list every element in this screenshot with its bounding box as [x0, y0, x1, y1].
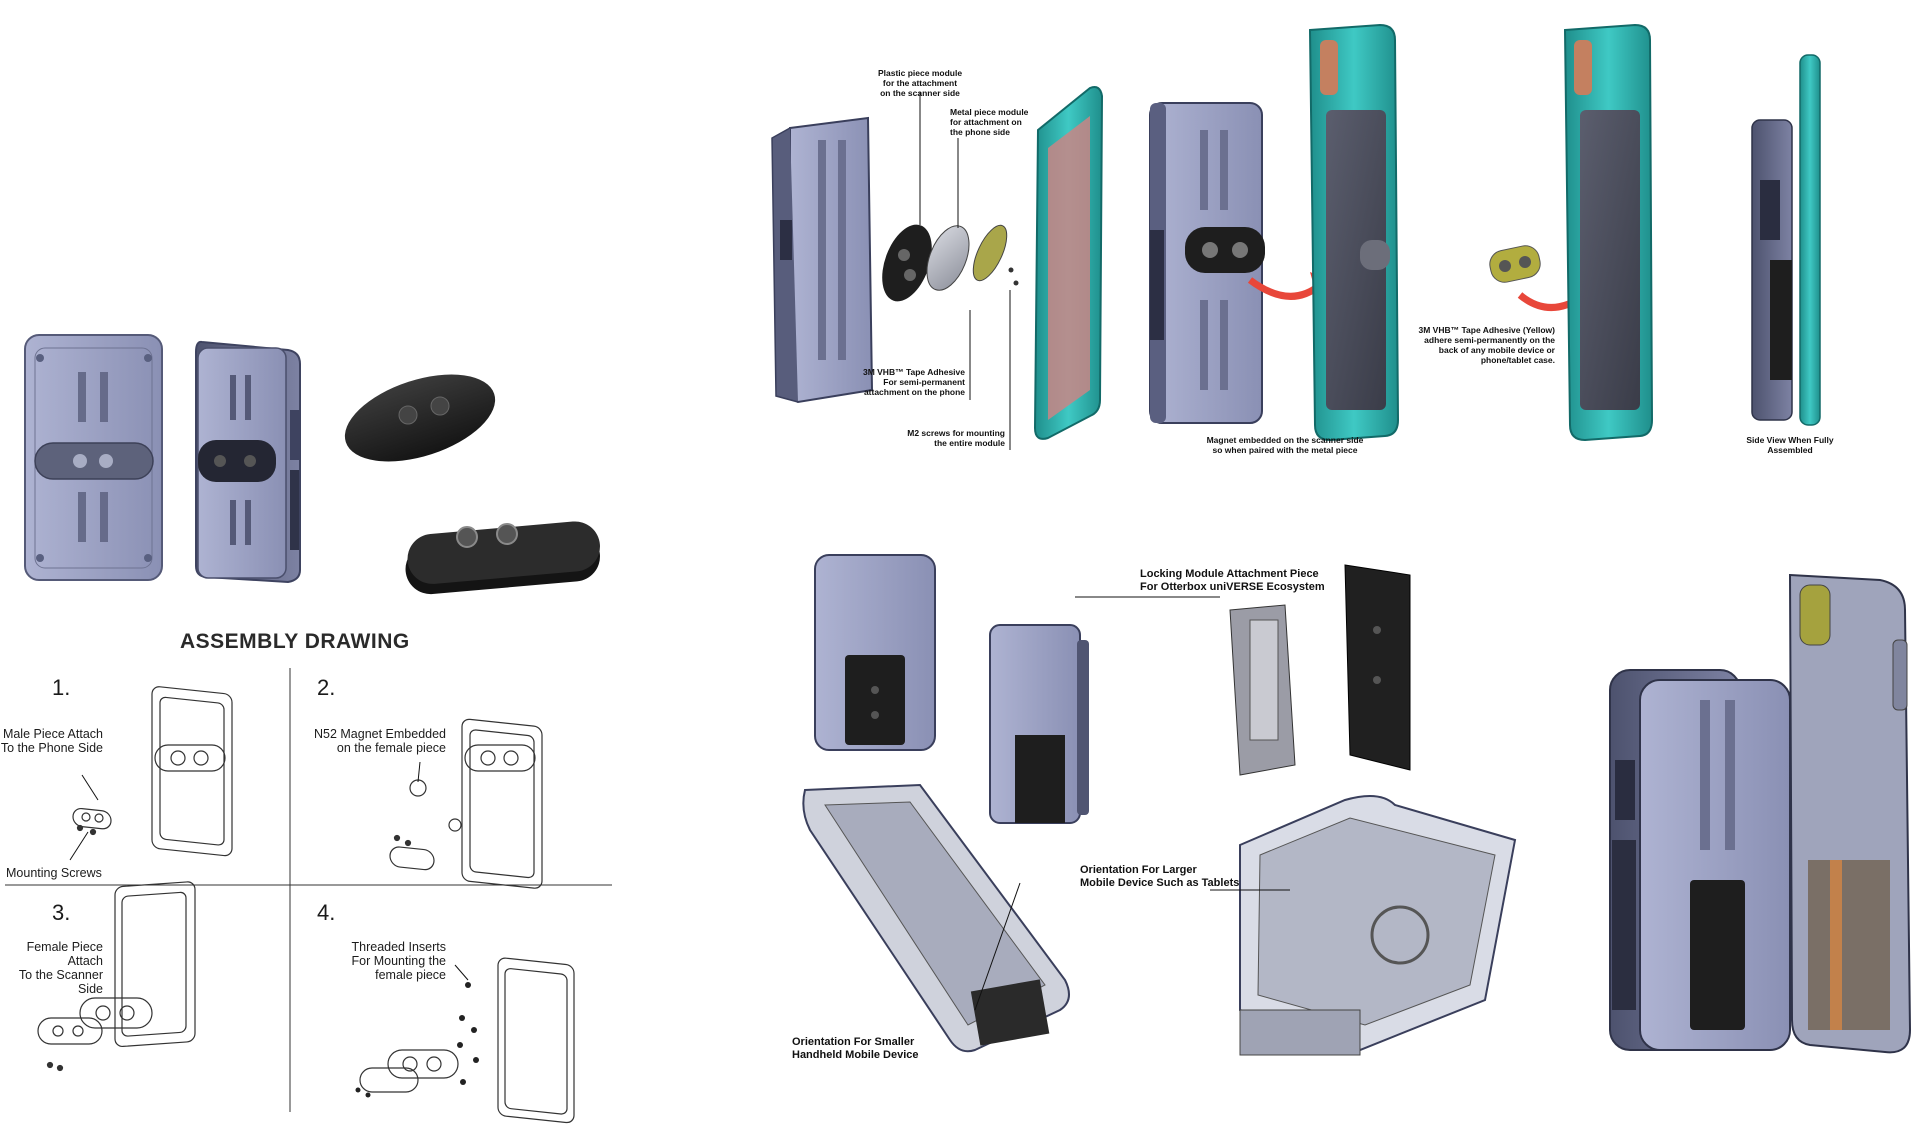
scanner-exploded-body — [771, 116, 874, 404]
teal-case-with-phone — [1033, 86, 1104, 440]
large-case-render — [1788, 573, 1912, 1054]
caption-side-view: Side View When Fully Assembled — [1746, 435, 1834, 455]
caption-smaller-orientation: Orientation For Smaller Handheld Mobile … — [792, 1036, 919, 1061]
large-scanner-render — [1609, 669, 1791, 1051]
caption-magnet: Magnet embedded on the scanner side so w… — [1206, 435, 1364, 455]
step-1-label: Male Piece Attach To the Phone Side — [0, 727, 103, 755]
step-1-mounting-screws: Mounting Screws — [6, 866, 102, 880]
step-2-number: 2. — [317, 675, 336, 700]
scanner-with-locking-module — [814, 554, 1089, 824]
exploded-module-parts — [882, 224, 1019, 302]
scanner-angled-render — [195, 340, 301, 584]
step-3-label: Female Piece Attach To the Scanner Side — [18, 940, 103, 996]
step-4-label: Threaded Inserts For Mounting the female… — [351, 940, 447, 982]
step-4-number: 4. — [317, 900, 336, 925]
caption-metal-piece: Metal piece module for attachment on the… — [950, 107, 1029, 137]
caption-tape-adhesive: 3M VHB™ Tape Adhesive For semi-permanent… — [862, 367, 965, 397]
case-larger-device — [1239, 795, 1517, 1056]
assembly-title: ASSEMBLY DRAWING — [180, 630, 410, 653]
step-1-number: 1. — [52, 675, 71, 700]
caption-larger-orientation: Orientation For Larger Mobile Device Suc… — [1080, 864, 1240, 889]
caption-m2-screws: M2 screws for mounting the entire module — [907, 428, 1005, 448]
teal-case-back-2 — [1563, 23, 1654, 442]
assembly-step4-drawing — [355, 957, 575, 1124]
caption-plastic-piece: Plastic piece module for the attachment … — [877, 68, 963, 98]
caption-tape-yellow: 3M VHB™ Tape Adhesive (Yellow) adhere se… — [1418, 325, 1555, 365]
caption-locking-module: Locking Module Attachment Piece For Otte… — [1140, 568, 1325, 593]
leader-lines — [69, 92, 1290, 1011]
side-view-assembled — [1751, 54, 1821, 426]
assembly-step2-drawing — [389, 718, 543, 889]
yellow-tape-piece — [1489, 245, 1541, 283]
scanner-back-render — [24, 334, 163, 581]
assembly-step3-drawing — [37, 881, 196, 1072]
scanner-with-magnet — [1149, 102, 1265, 424]
black-module-pieces-render — [344, 374, 600, 595]
locking-module-pieces — [1229, 564, 1411, 776]
step-3-number: 3. — [52, 900, 71, 925]
case-smaller-device — [802, 783, 1070, 1053]
step-2-label: N52 Magnet Embedded on the female piece — [313, 727, 446, 755]
assembly-step1-drawing — [72, 686, 233, 857]
teal-case-back — [1308, 23, 1400, 442]
